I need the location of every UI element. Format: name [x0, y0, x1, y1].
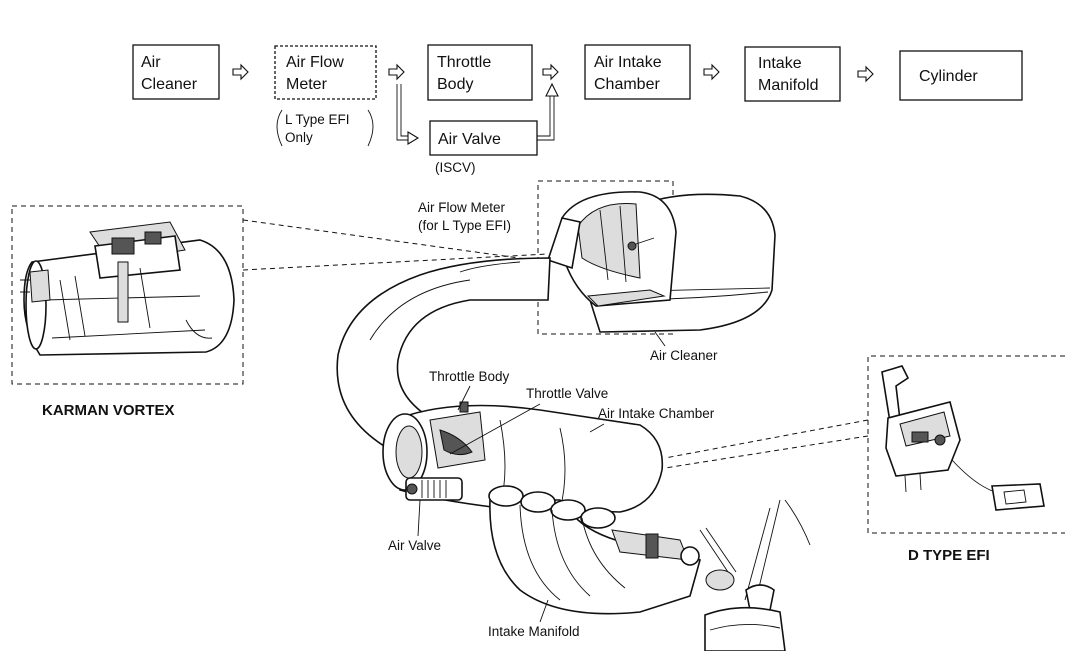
- air-flow-meter-line2: Meter: [286, 76, 328, 93]
- l-type-note-line1: L Type EFI: [285, 112, 350, 127]
- throttle-body-line1: Throttle: [437, 54, 491, 71]
- flow-air-valve-label: Air Valve: [438, 131, 501, 148]
- right-hollow-arrow-icon: [389, 65, 404, 79]
- intake-manifold-line1: Intake: [758, 55, 802, 72]
- air-valve-leader: [418, 500, 420, 536]
- right-hollow-arrow-icon: [858, 67, 873, 81]
- cylinder-label: Cylinder: [919, 68, 978, 85]
- air-valve-drawing: [406, 478, 462, 500]
- flow-box-cylinder: Cylinder: [900, 51, 1022, 100]
- flow-box-intake-manifold: Intake Manifold: [745, 47, 840, 101]
- l-type-note-line2: Only: [285, 130, 313, 145]
- throttle-valve-label: Throttle Valve: [526, 386, 608, 401]
- throttle-body-label: Throttle Body: [429, 369, 510, 384]
- karman-vortex-caption: KARMAN VORTEX: [42, 402, 175, 419]
- intake-manifold-label: Intake Manifold: [488, 624, 580, 639]
- map-sensor-drawing: [882, 366, 1044, 510]
- iscv-label: (ISCV): [435, 160, 476, 175]
- air-intake-chamber-line1: Air Intake: [594, 54, 662, 71]
- air-flow-meter-label-line2: (for L Type EFI): [418, 218, 511, 233]
- karman-vortex-sensor-drawing: [20, 222, 234, 355]
- l-type-efi-note: L Type EFI Only: [277, 110, 373, 146]
- right-hollow-arrow-icon: [543, 65, 558, 79]
- flow-box-air-intake-chamber: Air Intake Chamber: [585, 45, 690, 99]
- air-intake-chamber-label: Air Intake Chamber: [598, 406, 715, 421]
- air-cleaner-label: Air Cleaner: [650, 348, 718, 363]
- flow-box-throttle-body: Throttle Body: [428, 45, 532, 100]
- intake-manifold-line2: Manifold: [758, 77, 818, 94]
- air-flow-meter-line1: Air Flow: [286, 54, 344, 71]
- air-cleaner-line1: Air: [141, 54, 161, 71]
- air-cleaner-line2: Cleaner: [141, 76, 198, 93]
- d-type-efi-caption: D TYPE EFI: [908, 547, 990, 564]
- flow-box-air-flow-meter: Air Flow Meter: [275, 46, 376, 99]
- flow-chart: Air Cleaner Air Flow Meter Throttle Body…: [133, 45, 1022, 175]
- right-hollow-arrow-icon: [233, 65, 248, 79]
- air-intake-chamber-line2: Chamber: [594, 76, 660, 93]
- flow-box-air-cleaner: Air Cleaner: [133, 45, 219, 99]
- air-flow-meter-label: Air Flow Meter (for L Type EFI): [418, 200, 511, 233]
- d-type-efi-inset: D TYPE EFI: [868, 356, 1065, 564]
- air-valve-label: Air Valve: [388, 538, 441, 553]
- air-cleaner-drawing: [548, 192, 775, 332]
- right-hollow-arrow-icon: [704, 65, 719, 79]
- air-flow-meter-label-line1: Air Flow Meter: [418, 200, 506, 215]
- karman-vortex-inset: KARMAN VORTEX: [12, 206, 243, 419]
- throttle-body-line2: Body: [437, 76, 473, 93]
